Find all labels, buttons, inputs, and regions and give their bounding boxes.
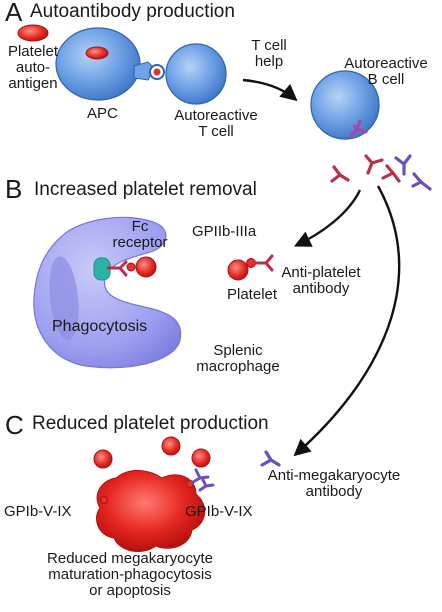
macrophage-nucleus [49, 256, 79, 340]
panel-c-letter: C [5, 410, 24, 440]
gpib-left-label: GPIb-V-IX [4, 503, 72, 520]
autoreactive-b-cell-label: Autoreactive B cell [344, 55, 428, 88]
panel-b-title: Increased platelet removal [34, 179, 257, 200]
fc-receptor-label: Fc receptor [112, 218, 168, 251]
autoreactive-b-cell [310, 70, 380, 140]
platelet-autoantigen-icon [17, 24, 49, 42]
megakaryocyte-cell [96, 470, 206, 553]
apc-label: APC [87, 105, 118, 122]
apc-cell [55, 27, 155, 101]
released-platelet [161, 436, 181, 456]
t-cell-help-arrow [242, 78, 298, 102]
phagocytosis-label: Phagocytosis [52, 318, 148, 335]
t-cell-help-label: T cell help [251, 37, 287, 70]
arrow-to-anti-platelet-antibody [293, 189, 362, 247]
platelet-autoantigen-label: Platelet auto- antigen [7, 43, 59, 92]
autoreactive-t-cell-label: Autoreactive T cell [174, 107, 258, 140]
panel-a-title: Autoantibody production [30, 1, 235, 22]
fc-receptor-complex [93, 256, 157, 281]
arrow-to-anti-megakaryocyte-antibody [293, 185, 401, 457]
autoreactive-t-cell [165, 43, 227, 105]
gpib-right-label: GPIb-V-IX [185, 503, 253, 520]
platelet-antibody-complex [227, 254, 274, 281]
anti-platelet-antibody-label: Anti-platelet antibody [281, 264, 361, 297]
antibody-cluster [330, 154, 432, 191]
released-platelet [93, 449, 113, 469]
splenic-macrophage-label: Splenic macrophage [196, 342, 280, 375]
platelet-label: Platelet [227, 286, 278, 303]
anti-megakaryocyte-antibody-label: Anti-megakaryocyte antibody [267, 467, 401, 500]
anti-megakaryocyte-antibody-icon [260, 450, 281, 467]
gpib-receptor-left [100, 496, 108, 504]
gpiib-iiia-label: GPIIb-IIIa [192, 223, 257, 240]
gpib-receptor-right [186, 468, 215, 492]
reduced-maturation-label: Reduced megakaryocyte maturation-phagocy… [47, 550, 213, 599]
panel-c-title: Reduced platelet production [32, 413, 269, 434]
released-platelet [191, 448, 211, 468]
panel-a-letter: A [5, 0, 23, 27]
tcr-antigen-complex [149, 64, 165, 80]
panel-b-letter: B [5, 174, 23, 204]
